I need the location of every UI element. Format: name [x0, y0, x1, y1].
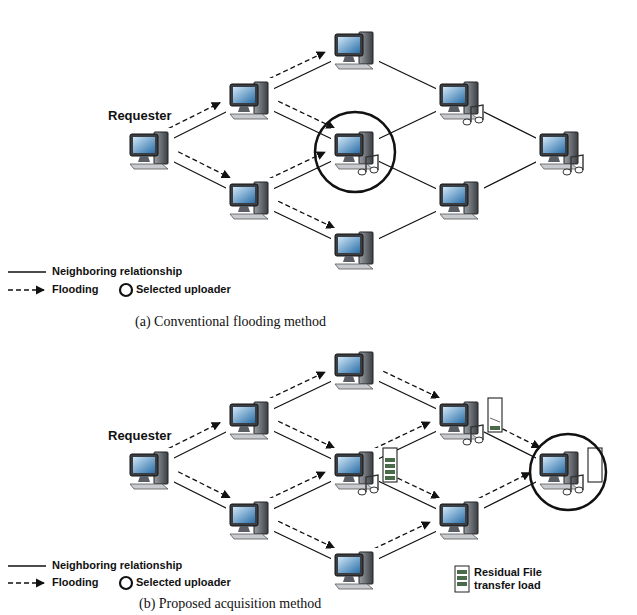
- flooding-arrow: [168, 103, 220, 129]
- computer-icon: [440, 82, 478, 119]
- flooding-arrow: [168, 423, 220, 449]
- flooding-arrow: [178, 152, 230, 178]
- icon-ground: [331, 28, 379, 72]
- flooding-arrow: [374, 522, 430, 549]
- legend-text: Selected uploader: [136, 576, 231, 588]
- flooding-arrow: [278, 421, 334, 448]
- load-queue: [488, 398, 502, 432]
- icon-ground: [226, 78, 274, 122]
- computer-icon: [440, 182, 478, 219]
- requester-label: Requester: [108, 428, 172, 443]
- flooding-arrow: [478, 473, 530, 499]
- load-bar: [385, 464, 395, 468]
- music-file-icon: [563, 155, 583, 175]
- icon-ground: [331, 548, 379, 592]
- computer-icon: [335, 132, 373, 169]
- music-file-icon: [463, 425, 483, 445]
- icon-ground: [536, 128, 584, 172]
- load-bar: [490, 426, 500, 430]
- icon-ground: [536, 448, 584, 492]
- icon-ground: [436, 178, 484, 222]
- computer-icon: [335, 552, 373, 589]
- icon-ground: [331, 448, 379, 492]
- selected-circle: [530, 434, 606, 510]
- music-file-icon: [358, 155, 378, 175]
- icon-ground: [226, 398, 274, 442]
- load-bar: [490, 418, 500, 422]
- music-file-icon: [358, 475, 378, 495]
- music-file-icon: [563, 475, 583, 495]
- computer-icon: [335, 32, 373, 69]
- caption: (a) Conventional flooding method: [135, 314, 326, 330]
- flooding-arrow: [269, 52, 325, 79]
- flooding-arrow: [269, 372, 325, 399]
- legend-text: Selected uploader: [136, 283, 231, 295]
- computer-icon: [130, 452, 168, 489]
- icon-ground: [126, 448, 174, 492]
- load-bar: [385, 476, 395, 480]
- icon-ground: [331, 348, 379, 392]
- legend-text: Neighboring relationship: [52, 559, 182, 571]
- icon-ground: [331, 128, 379, 172]
- caption: (b) Proposed acquisition method: [139, 596, 321, 612]
- flooding-arrow: [278, 201, 334, 228]
- selected-circle: [315, 112, 395, 192]
- flooding-arrow: [178, 472, 230, 498]
- icon-ground: [436, 78, 484, 122]
- computer-icon: [440, 502, 478, 539]
- flooding-arrow: [278, 521, 334, 548]
- flooding-arrow: [374, 422, 430, 449]
- load-bar: [385, 470, 395, 474]
- legend-text: Neighboring relationship: [52, 265, 182, 277]
- computer-icon: [540, 132, 578, 169]
- icon-ground: [331, 228, 379, 272]
- computer-icon: [130, 132, 168, 169]
- computer-icon: [540, 452, 578, 489]
- icon-ground: [436, 398, 484, 442]
- music-file-icon: [463, 105, 483, 125]
- legend-text: Flooding: [52, 576, 98, 588]
- computer-icon: [335, 352, 373, 389]
- computer-icon: [335, 452, 373, 489]
- icon-ground: [226, 498, 274, 542]
- load-queue: [383, 448, 397, 482]
- icon-ground: [436, 498, 484, 542]
- load-legend-icon: [455, 566, 469, 592]
- icon-ground: [126, 128, 174, 172]
- computer-icon: [230, 182, 268, 219]
- legend-text: Residual File transfer load: [474, 566, 566, 592]
- requester-label: Requester: [108, 108, 172, 123]
- computer-icon: [230, 502, 268, 539]
- flooding-arrow: [383, 371, 439, 398]
- computer-icon: [230, 82, 268, 119]
- computer-icon: [230, 402, 268, 439]
- computer-icon: [335, 232, 373, 269]
- icon-ground: [226, 178, 274, 222]
- load-bar: [385, 458, 395, 462]
- flooding-arrow: [269, 472, 325, 499]
- computer-icon: [440, 402, 478, 439]
- legend-text: Flooding: [52, 283, 98, 295]
